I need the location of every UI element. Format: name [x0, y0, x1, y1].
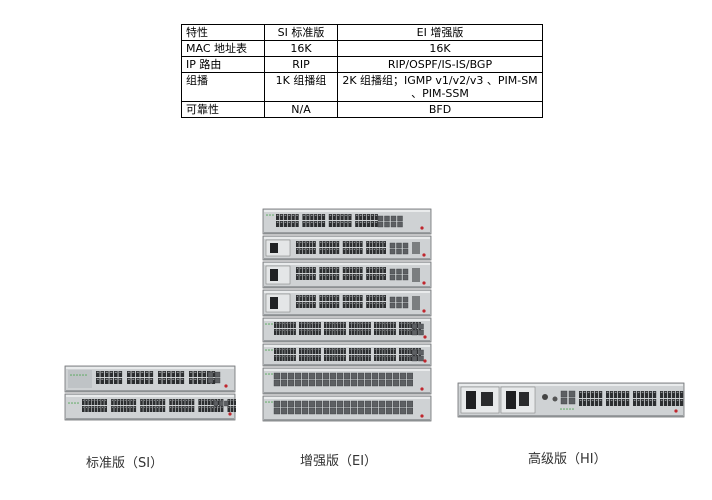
caption-ei: 增强版（EI）: [300, 454, 378, 469]
table-row: 可靠性 N/A BFD: [181, 101, 543, 118]
table-header-cell: SI 标准版: [264, 24, 338, 41]
table-cell: 16K: [337, 40, 543, 57]
table-cell: N/A: [264, 101, 338, 118]
switch-stack-si-icon: [64, 365, 236, 421]
table-cell: 2K 组播组；IGMP v1/v2/v3 、PIM-SM 、PIM-SSM: [337, 72, 543, 102]
table-cell: 可靠性: [181, 101, 265, 118]
table-row: 组播 1K 组播组 2K 组播组；IGMP v1/v2/v3 、PIM-SM 、…: [181, 72, 543, 102]
caption-si: 标准版（SI）: [86, 456, 164, 471]
table-cell: 1K 组播组: [264, 72, 338, 102]
switch-stack-ei-icon: [262, 208, 432, 422]
table-row: IP 路由 RIP RIP/OSPF/IS-IS/BGP: [181, 56, 543, 73]
table-cell: 16K: [264, 40, 338, 57]
table-header-cell: EI 增强版: [337, 24, 543, 41]
table-cell: IP 路由: [181, 56, 265, 73]
feature-comparison-table: 特性 SI 标准版 EI 增强版 MAC 地址表 16K 16K IP 路由 R…: [181, 24, 543, 118]
table-cell: BFD: [337, 101, 543, 118]
table-cell: 组播: [181, 72, 265, 102]
table-cell: RIP/OSPF/IS-IS/BGP: [337, 56, 543, 73]
switch-hi-icon: [457, 382, 685, 418]
caption-hi: 高级版（HI）: [528, 452, 607, 467]
table-row: MAC 地址表 16K 16K: [181, 40, 543, 57]
table-header-cell: 特性: [181, 24, 265, 41]
table-header-row: 特性 SI 标准版 EI 增强版: [181, 24, 543, 41]
table-cell: RIP: [264, 56, 338, 73]
table-cell: MAC 地址表: [181, 40, 265, 57]
